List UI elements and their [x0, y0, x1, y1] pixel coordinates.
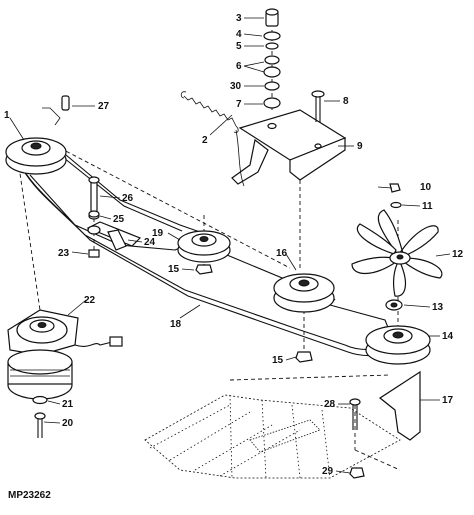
callout-5: 5: [236, 41, 242, 52]
drawing-code: MP23262: [8, 490, 51, 501]
callout-16: 16: [276, 248, 288, 259]
idler-bracket: [231, 109, 347, 185]
callout-14: 14: [442, 331, 454, 342]
alignment-lines: [17, 30, 401, 471]
spindle-pulley-14: [365, 325, 431, 365]
callout-3: 3: [236, 13, 242, 24]
callout-13: 13: [432, 302, 444, 313]
leader-lines: [9, 17, 451, 474]
callout-29: 29: [322, 466, 334, 477]
belt-shield: [349, 370, 421, 479]
callout-9: 9: [357, 141, 363, 152]
carriage-bolt-8: [311, 90, 325, 122]
callout-12: 12: [452, 249, 464, 260]
callout-7: 7: [236, 99, 242, 110]
callout-26: 26: [122, 193, 134, 204]
callout-1: 1: [4, 110, 10, 121]
callout-27: 27: [98, 101, 110, 112]
callout-30: 30: [230, 81, 242, 92]
mower-deck-ghost: [144, 394, 401, 479]
tension-spring: [180, 91, 245, 187]
pin-27: [42, 95, 70, 126]
callout-17: 17: [442, 395, 454, 406]
callout-25: 25: [113, 214, 125, 225]
fan-hardware: [385, 183, 403, 311]
callout-4: 4: [236, 29, 242, 40]
callout-18: 18: [170, 319, 182, 330]
callout-19: 19: [152, 228, 164, 239]
callout-23: 23: [58, 248, 70, 259]
callout-22: 22: [84, 295, 96, 306]
callout-21: 21: [62, 399, 74, 410]
callout-10: 10: [420, 182, 432, 193]
cooling-fan: [351, 209, 443, 297]
callout-8: 8: [343, 96, 349, 107]
idler-hardware-stack: [263, 8, 281, 109]
electric-clutch: [7, 309, 123, 438]
spindle-pulley-16: [273, 273, 335, 313]
nut-15: [195, 264, 313, 363]
callout-2: 2: [202, 135, 208, 146]
callout-24: 24: [144, 237, 156, 248]
callout-6: 6: [236, 61, 242, 72]
washer-25: [88, 210, 100, 218]
drive-pulley: [5, 137, 67, 175]
callout-11: 11: [422, 201, 433, 212]
callout-28: 28: [324, 399, 336, 410]
callout-15a: 15: [168, 264, 180, 275]
idler-pulley-19: [177, 230, 231, 263]
callout-labels: 3 4 5 6 30 7 8 9 2 1 27 26 25 24 23 19 1…: [4, 13, 464, 501]
callout-20: 20: [62, 418, 74, 429]
callout-15b: 15: [272, 355, 284, 366]
